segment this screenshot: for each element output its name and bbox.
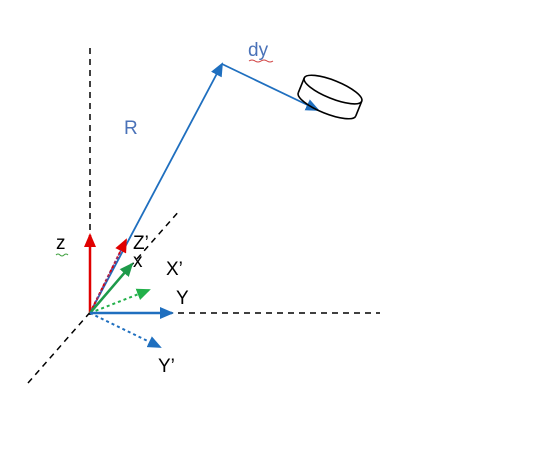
z-squiggle [55, 253, 69, 257]
label-x-prime: X’ [166, 259, 183, 280]
label-x: x [133, 251, 143, 272]
label-y-prime: Y’ [158, 356, 175, 377]
dy-squiggle [248, 59, 274, 63]
cylinder-disk-icon [297, 74, 363, 120]
label-z-prime: Z’ [133, 233, 149, 254]
dy-vector [221, 63, 320, 111]
label-dy: dy [248, 40, 269, 61]
x-axis-arrow [89, 262, 134, 314]
x-prime-axis-arrow [89, 288, 151, 314]
r-vector [89, 62, 223, 314]
label-y: Y [176, 288, 189, 309]
y-prime-axis-arrow [89, 312, 162, 348]
label-r: R [124, 118, 138, 139]
label-z: z [56, 233, 66, 254]
